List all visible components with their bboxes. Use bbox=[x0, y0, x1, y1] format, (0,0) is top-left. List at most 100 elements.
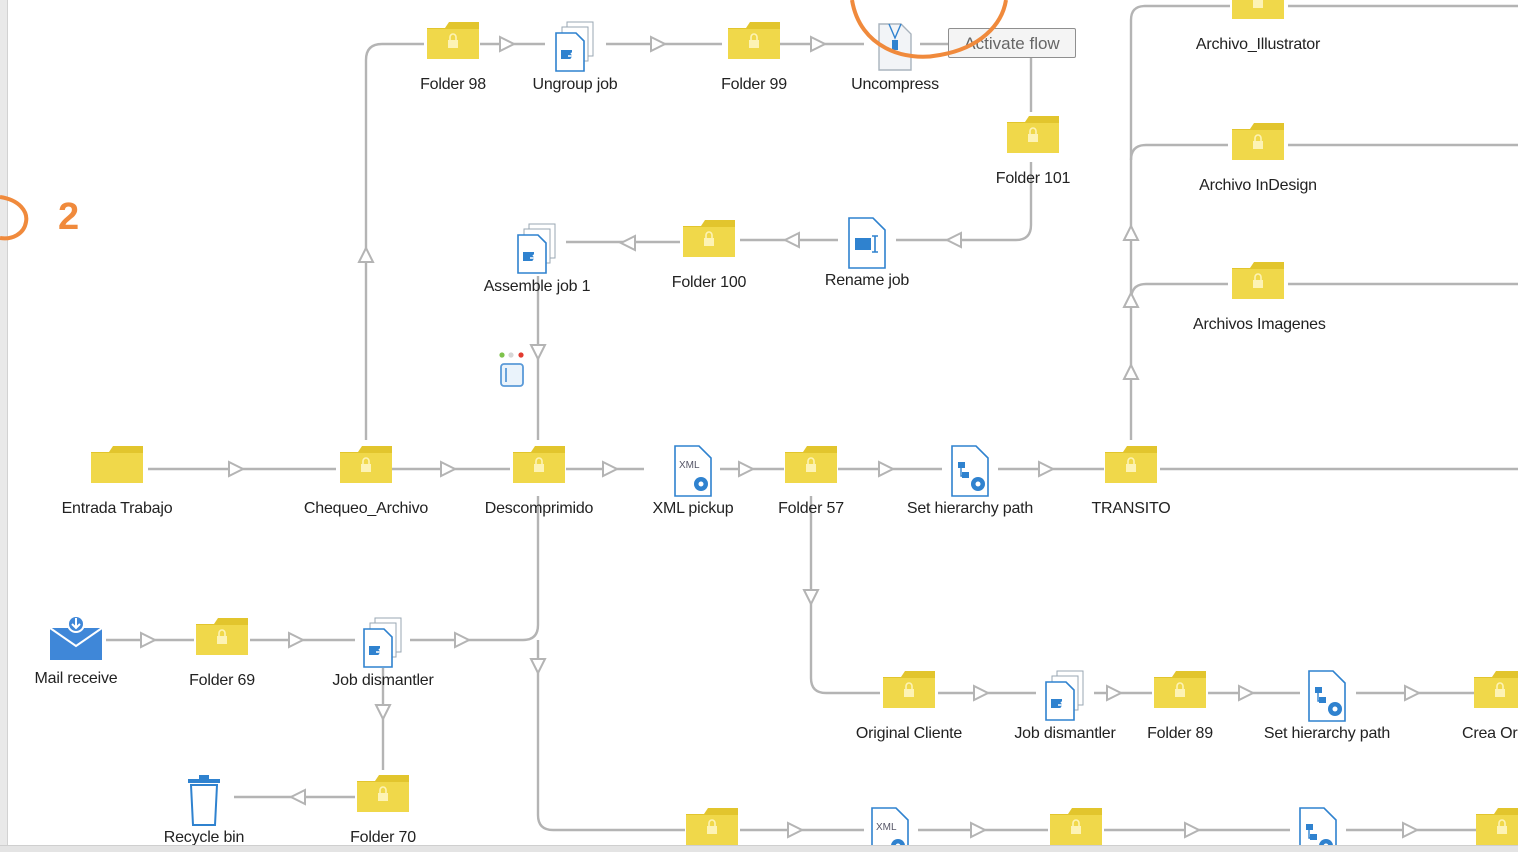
folder-lock-icon bbox=[727, 20, 781, 65]
flow-node-entrada-trabajo[interactable]: Entrada Trabajo bbox=[52, 444, 182, 526]
flow-node-set-hierarchy-path[interactable]: Set hierarchy path bbox=[905, 444, 1035, 526]
flow-node-folder-69[interactable]: Folder 69 bbox=[157, 616, 287, 698]
trash-icon bbox=[184, 773, 224, 832]
flow-node-folder-70[interactable]: Folder 70 bbox=[318, 773, 448, 852]
flow-node-folder-100[interactable]: Folder 100 bbox=[644, 218, 774, 300]
stacked-docs-icon bbox=[358, 616, 408, 675]
flow-node-archivo-indesign[interactable]: Archivo InDesign bbox=[1193, 121, 1323, 203]
folder-lock-icon bbox=[784, 444, 838, 489]
flow-node-label: Assemble job 1 bbox=[483, 278, 591, 295]
connection-arrow bbox=[288, 788, 306, 806]
folder-lock-icon bbox=[512, 444, 566, 489]
flow-node-original-cliente[interactable]: Original Cliente bbox=[844, 669, 974, 751]
connection-arrow bbox=[1122, 223, 1140, 241]
flow-node-label: Archivos Imagenes bbox=[1193, 316, 1326, 333]
connection-arrow bbox=[357, 245, 375, 263]
folder-icon bbox=[90, 444, 144, 489]
flow-node-folder-101[interactable]: Folder 101 bbox=[968, 114, 1098, 196]
connection-line[interactable] bbox=[410, 496, 540, 642]
flow-node-label: Job dismantler bbox=[332, 672, 434, 689]
flow-node-label: Mail receive bbox=[34, 670, 118, 687]
flow-node-label: Job dismantler bbox=[1014, 725, 1116, 742]
hierarchy-doc-icon bbox=[1296, 806, 1340, 852]
flow-node-descomprimido[interactable]: Descomprimido bbox=[474, 444, 604, 526]
connection-arrow bbox=[602, 460, 620, 478]
flow-node-recycle-bin[interactable]: Recycle bin bbox=[139, 773, 269, 852]
connection-arrow bbox=[973, 684, 991, 702]
flow-node-label: Folder 89 bbox=[1147, 725, 1213, 742]
connection-line[interactable] bbox=[536, 640, 685, 832]
flow-node-transito[interactable]: TRANSITO bbox=[1066, 444, 1196, 526]
flow-node-bottom-xml[interactable]: XML bbox=[825, 806, 955, 852]
svg-text:XML: XML bbox=[679, 460, 700, 471]
folder-lock-icon bbox=[1006, 114, 1060, 159]
flow-node-chequeo-archivo[interactable]: Chequeo_Archivo bbox=[301, 444, 431, 526]
connection-line[interactable] bbox=[364, 42, 424, 440]
flow-node-uncompress[interactable]: Uncompress bbox=[830, 20, 960, 102]
connection-line[interactable] bbox=[1129, 4, 1230, 440]
xml-doc-icon: XML bbox=[868, 806, 912, 852]
flow-node-bottom-folder-1[interactable] bbox=[647, 806, 777, 852]
connection-arrow bbox=[1106, 684, 1124, 702]
flow-node-archivo-illustrator[interactable]: Archivo_Illustrator bbox=[1193, 0, 1323, 62]
flow-node-job-dismantler-2[interactable]: Job dismantler bbox=[1000, 669, 1130, 751]
connection-arrow bbox=[1122, 290, 1140, 308]
flow-node-bottom-folder-2[interactable] bbox=[1011, 806, 1141, 852]
connection-arrow bbox=[529, 344, 547, 362]
mail-icon bbox=[48, 614, 104, 667]
flow-node-folder-57[interactable]: Folder 57 bbox=[746, 444, 876, 526]
flow-node-bottom-folder-3[interactable] bbox=[1437, 806, 1518, 852]
flow-node-label: TRANSITO bbox=[1091, 500, 1171, 517]
connection-arrow bbox=[1404, 684, 1422, 702]
flow-node-rename-job[interactable]: Rename job bbox=[802, 216, 932, 298]
flow-node-label: Recycle bin bbox=[163, 829, 245, 846]
stacked-docs-icon bbox=[550, 20, 600, 79]
flow-node-folder-98[interactable]: Folder 98 bbox=[388, 20, 518, 102]
connection-arrow bbox=[782, 231, 800, 249]
hierarchy-doc-icon bbox=[1305, 669, 1349, 728]
connection-arrow bbox=[1038, 460, 1056, 478]
flow-node-label: Folder 57 bbox=[778, 500, 844, 517]
job-state-icon bbox=[499, 352, 524, 387]
flow-node-archivos-imagenes[interactable]: Archivos Imagenes bbox=[1193, 260, 1326, 342]
connection-line[interactable] bbox=[809, 496, 880, 695]
connection-arrow bbox=[440, 460, 458, 478]
connection-line[interactable] bbox=[896, 162, 1033, 242]
flow-node-label: Set hierarchy path bbox=[1263, 725, 1391, 742]
flow-node-job-dismantler[interactable]: Job dismantler bbox=[318, 616, 448, 698]
flow-node-set-hierarchy-path-2[interactable]: Set hierarchy path bbox=[1262, 669, 1392, 751]
flow-node-bottom-hierarchy[interactable] bbox=[1253, 806, 1383, 852]
connection-arrow bbox=[802, 589, 820, 607]
flow-node-folder-89[interactable]: Folder 89 bbox=[1115, 669, 1245, 751]
flow-node-label: Folder 69 bbox=[189, 672, 255, 689]
flow-node-mail-receive[interactable]: Mail receive bbox=[11, 614, 141, 696]
flow-node-assemble-job-1[interactable]: Assemble job 1 bbox=[472, 222, 602, 304]
connection-line[interactable] bbox=[1129, 143, 1228, 161]
flow-node-label: Ungroup job bbox=[532, 76, 618, 93]
folder-lock-icon bbox=[682, 218, 736, 263]
folder-lock-icon bbox=[339, 444, 393, 489]
zip-doc-icon bbox=[875, 20, 915, 77]
connection-arrow bbox=[618, 234, 636, 252]
flow-node-label: Chequeo_Archivo bbox=[303, 500, 429, 517]
folder-lock-icon bbox=[426, 20, 480, 65]
flow-node-crea-origin[interactable]: Crea Origir bbox=[1435, 669, 1518, 751]
folder-lock-icon bbox=[1473, 669, 1518, 714]
connection-arrow bbox=[650, 35, 668, 53]
connection-arrow bbox=[787, 821, 805, 839]
stacked-docs-icon bbox=[512, 222, 562, 281]
flow-node-ungroup-job[interactable]: Ungroup job bbox=[510, 20, 640, 102]
connection-arrow bbox=[738, 460, 756, 478]
folder-lock-icon bbox=[1475, 806, 1518, 851]
activate-flow-tooltip: Activate flow bbox=[948, 28, 1076, 58]
svg-text:XML: XML bbox=[876, 822, 897, 833]
connection-arrow bbox=[1402, 821, 1420, 839]
folder-lock-icon bbox=[1231, 121, 1285, 166]
connection-arrow bbox=[1122, 362, 1140, 380]
folder-lock-icon bbox=[195, 616, 249, 661]
flow-node-folder-99[interactable]: Folder 99 bbox=[689, 20, 819, 102]
hierarchy-doc-icon bbox=[948, 444, 992, 503]
